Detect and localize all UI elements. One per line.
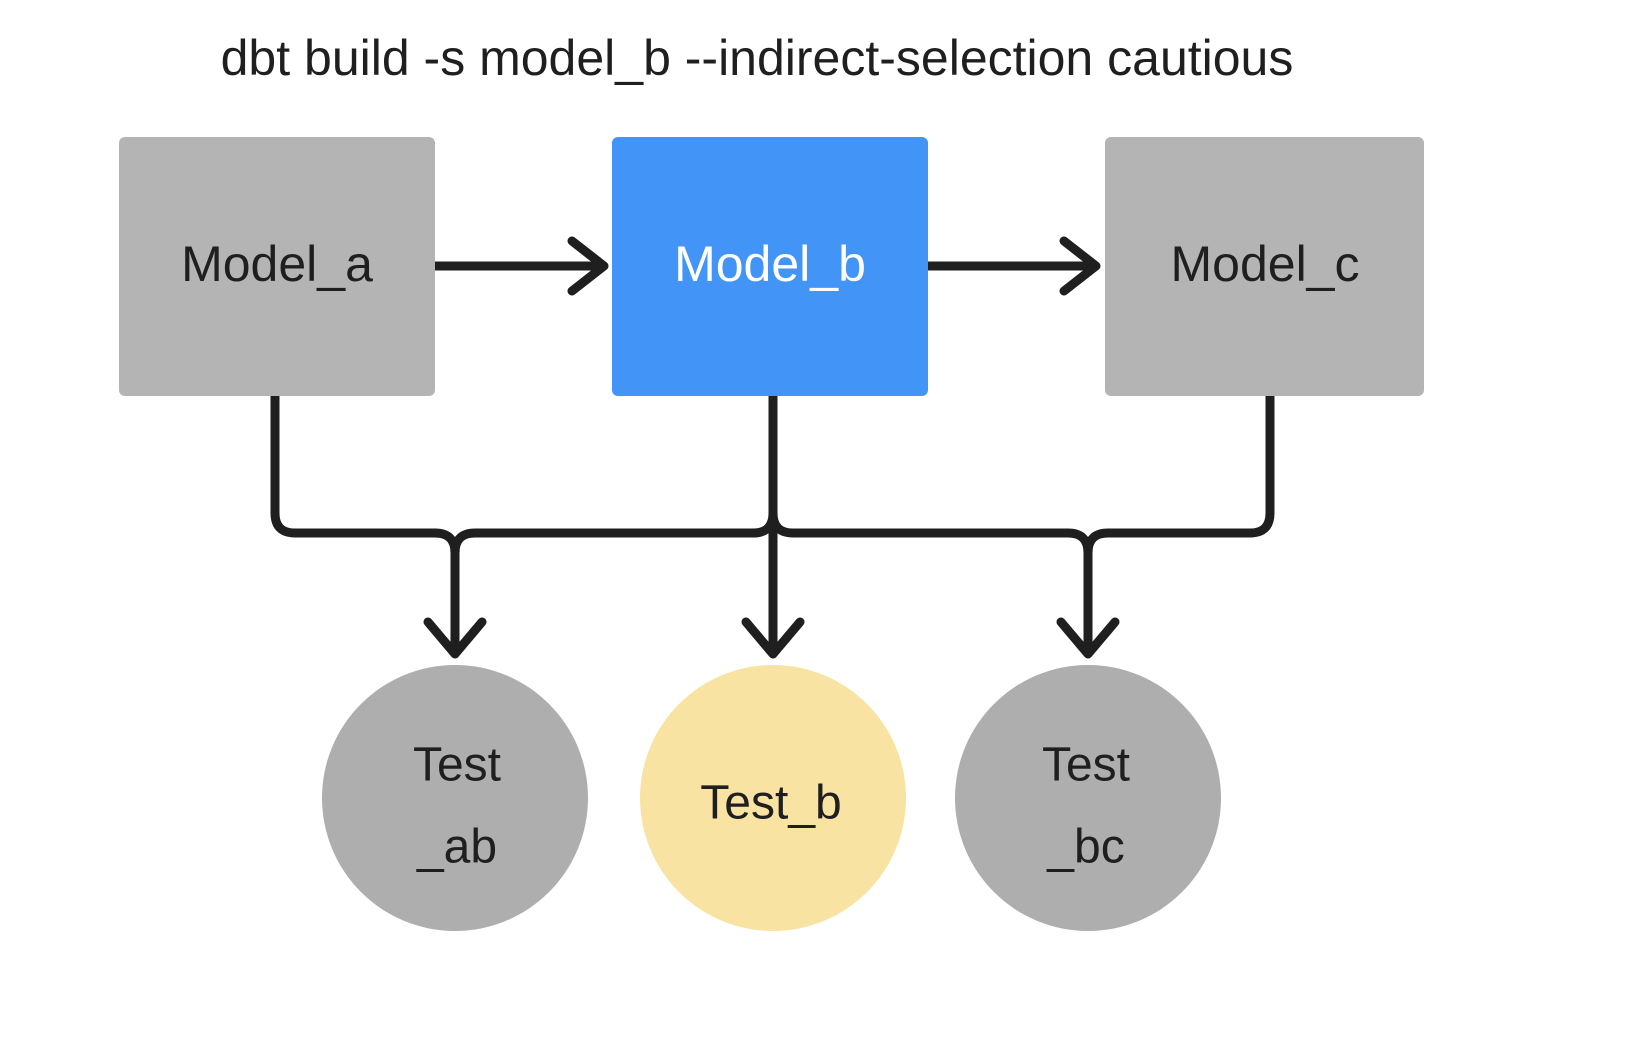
edge-model-b-to-test-ab — [450, 391, 778, 655]
node-test-bc[interactable]: Test _bc — [955, 665, 1221, 931]
node-model-a[interactable]: Model_a — [119, 137, 435, 396]
node-test-ab-label-line2: _ab — [416, 821, 497, 874]
node-test-b-label-line1: Test_b — [700, 777, 841, 830]
node-model-a-shape[interactable] — [119, 137, 435, 396]
node-test-bc-label-line1: Test — [1042, 739, 1130, 792]
node-model-c[interactable]: Model_c — [1105, 137, 1424, 396]
node-test-bc-shape[interactable] — [955, 665, 1221, 931]
node-test-b[interactable]: Test_b — [640, 665, 906, 931]
edge-layer — [270, 236, 1275, 659]
node-model-c-label: Model_c — [1171, 236, 1360, 292]
edge-model-b-to-model-c — [923, 236, 1101, 296]
diagram-title: dbt build -s model_b --indirect-selectio… — [221, 30, 1294, 86]
node-model-c-shape[interactable] — [1105, 137, 1424, 396]
node-test-ab-label-line1: Test — [413, 739, 501, 792]
node-test-ab-shape[interactable] — [322, 665, 588, 931]
node-test-b-shape[interactable] — [640, 665, 906, 931]
node-test-bc-label-line2: _bc — [1046, 821, 1124, 874]
node-test-ab[interactable]: Test _ab — [322, 665, 588, 931]
node-model-b-shape[interactable] — [612, 137, 928, 396]
edge-model-b-to-test-bc — [768, 391, 1093, 655]
node-model-b-label: Model_b — [674, 236, 866, 292]
test-node-layer: Test _ab Test_b Test _bc — [322, 665, 1221, 931]
edge-model-c-to-test-bc — [1056, 391, 1275, 659]
node-model-a-label: Model_a — [181, 236, 373, 292]
edge-model-a-to-model-b — [430, 236, 609, 296]
node-model-b[interactable]: Model_b — [612, 137, 928, 396]
model-node-layer: Model_a Model_b Model_c — [119, 137, 1424, 396]
